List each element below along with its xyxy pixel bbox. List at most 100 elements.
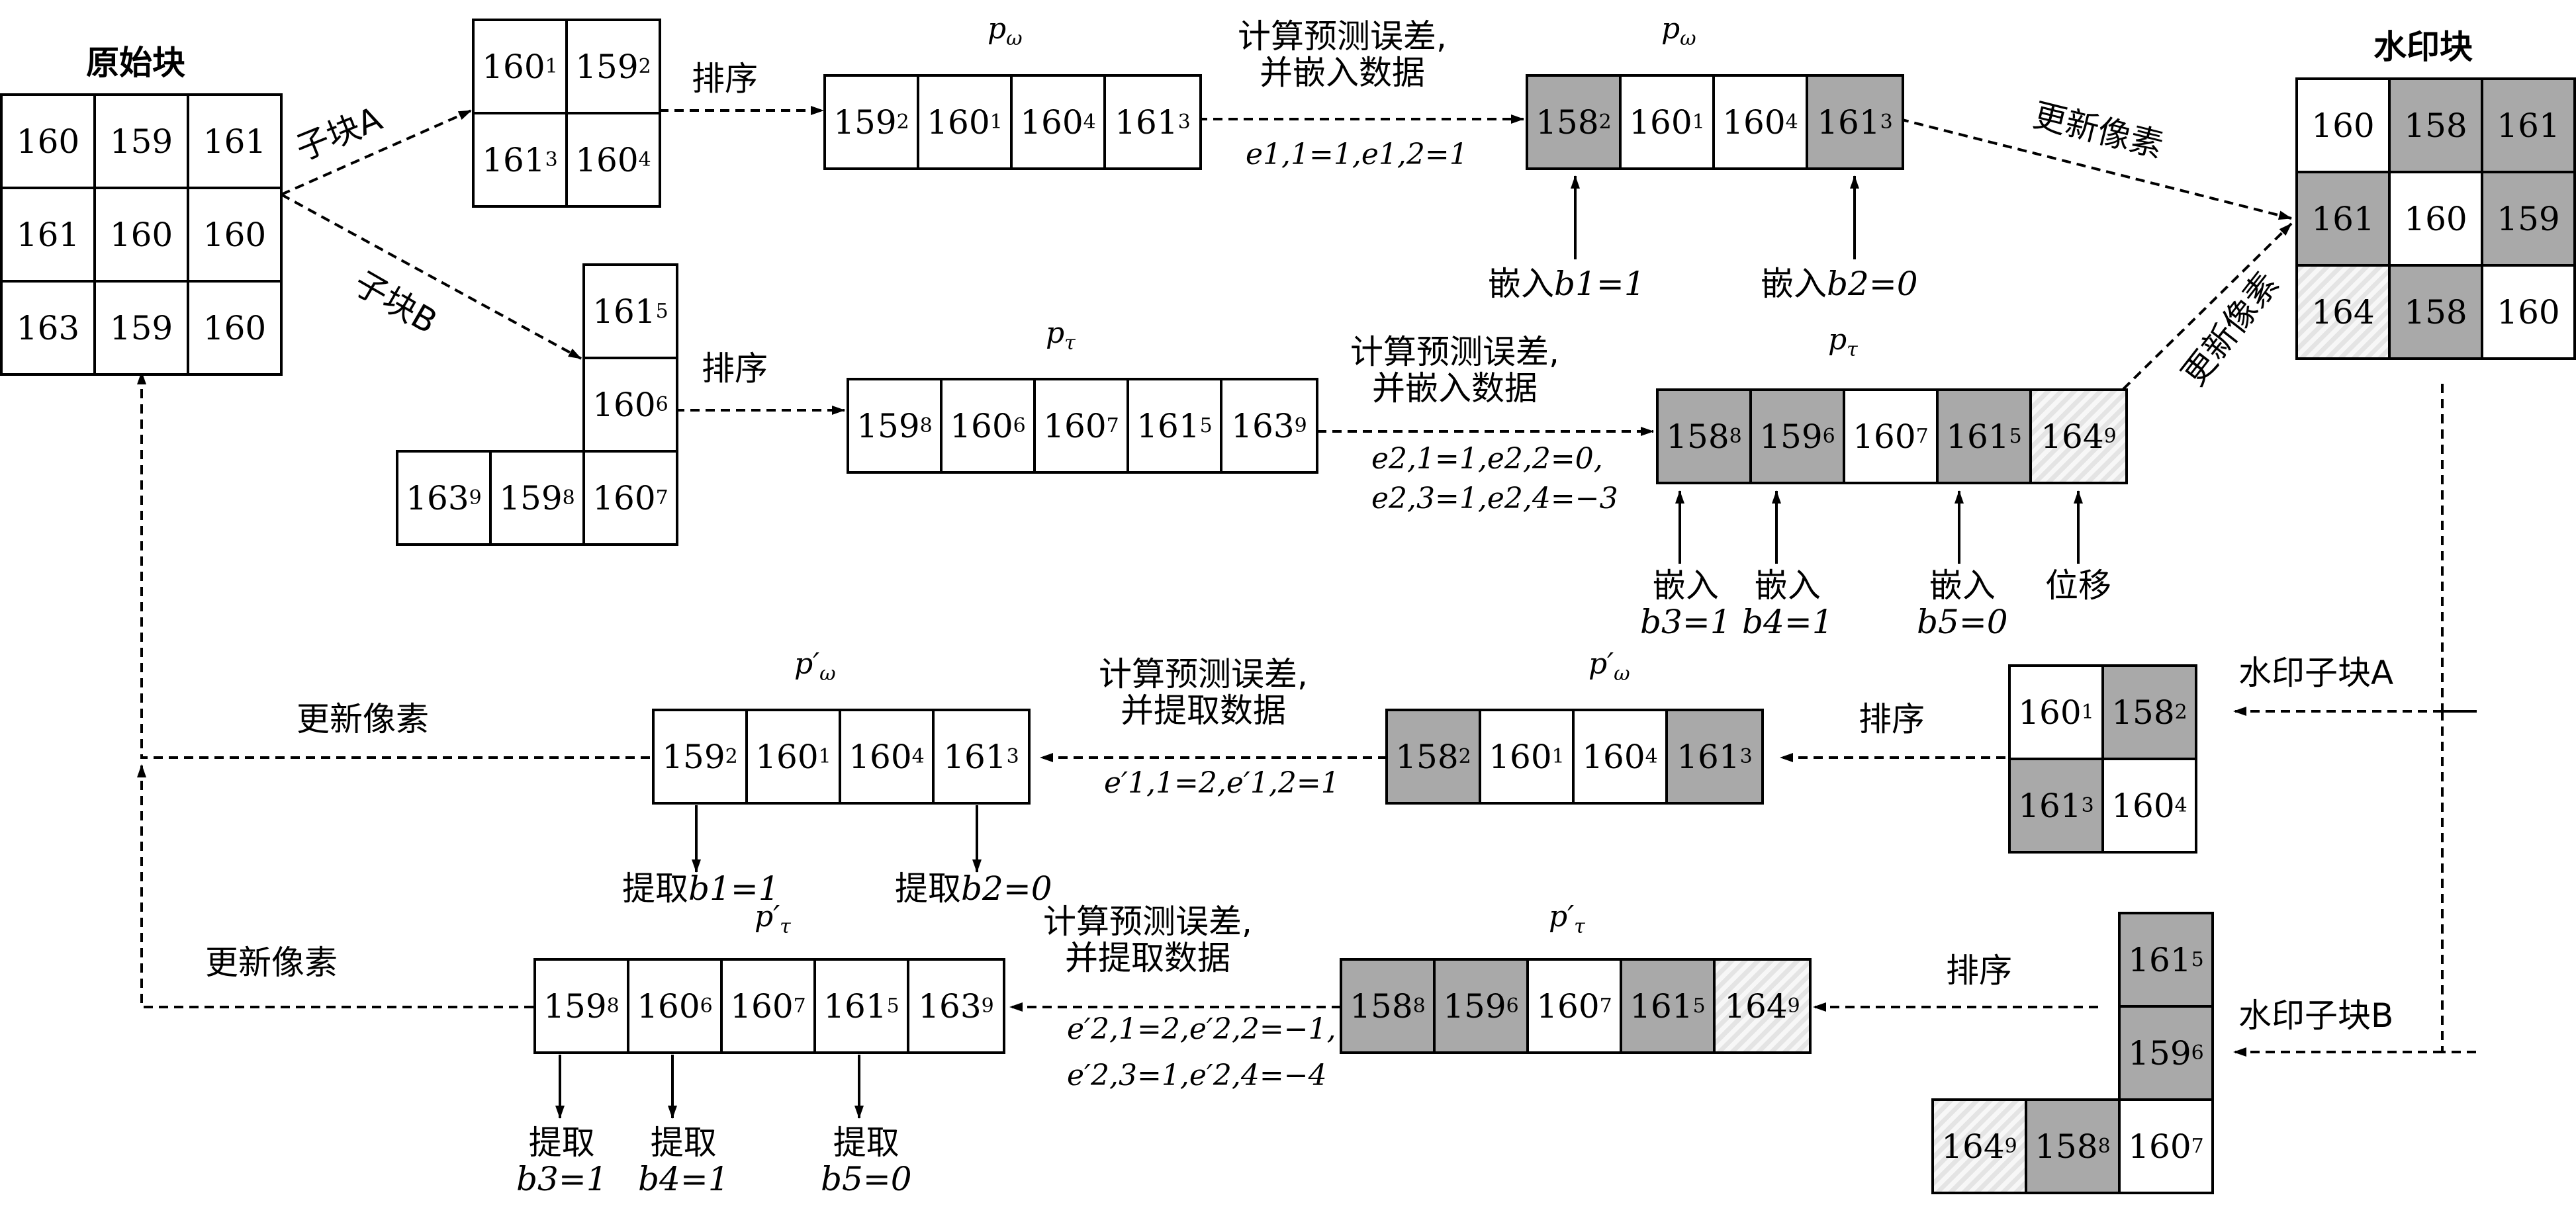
sort-label-a: 排序 xyxy=(692,60,758,98)
error-b-line2: e2,3=1,e2,4=−3 xyxy=(1371,482,1618,515)
watermark-block-cell: 161 xyxy=(2481,77,2576,173)
watermark-block-cell: 160 xyxy=(2388,171,2483,267)
arrow-to-sub-b xyxy=(281,193,582,360)
original-block-cell: 160 xyxy=(187,280,283,376)
sort-label-d: 排序 xyxy=(1946,951,2012,990)
watermark-block-cell: 160 xyxy=(2481,264,2576,360)
watermark-block-cell: 160 xyxy=(2295,77,2391,173)
extract-caption-a: 计算预测误差,并提取数据 xyxy=(1099,655,1308,730)
error-b-prime-line1: e′2,1=2,e′2,2=−1, xyxy=(1067,1012,1336,1046)
embed-caption-a: 计算预测误差,并嵌入数据 xyxy=(1238,17,1447,92)
p-tau-prime-marked-label: p′τ xyxy=(1549,900,1585,938)
original-block-cell: 159 xyxy=(93,280,189,376)
p-omega-marked-label: pω xyxy=(1661,12,1696,50)
wm-sub-a-label: 水印子块A xyxy=(2238,654,2394,692)
embed-b2-label: 嵌入b2=0 xyxy=(1761,265,1918,303)
update-label-c: 更新像素 xyxy=(297,700,429,738)
error-a-prime: e′1,1=2,e′1,2=1 xyxy=(1104,766,1340,800)
original-block-cell: 160 xyxy=(93,187,189,283)
watermark-block-cell: 159 xyxy=(2481,171,2576,267)
error-b-prime-line2: e′2,3=1,e′2,4=−4 xyxy=(1067,1059,1327,1092)
embed-b1-label: 嵌入b1=1 xyxy=(1488,265,1645,303)
update-label-d: 更新像素 xyxy=(205,944,338,982)
shift-label: 位移 xyxy=(2045,566,2111,605)
original-block-cell: 160 xyxy=(0,93,96,189)
p-tau-marked-label: pτ xyxy=(1828,323,1858,361)
watermark-block-title: 水印块 xyxy=(2373,28,2473,66)
watermark-block-cell: 158 xyxy=(2388,264,2483,360)
watermark-block-cell: 161 xyxy=(2295,171,2391,267)
error-a: e1,1=1,e1,2=1 xyxy=(1246,138,1468,171)
error-b-line1: e2,1=1,e2,2=0, xyxy=(1371,442,1603,476)
original-block-cell: 163 xyxy=(0,280,96,376)
watermark-block-cell: 158 xyxy=(2388,77,2483,173)
p-omega-label: pω xyxy=(988,12,1023,50)
arrow-update-b xyxy=(2122,222,2293,390)
embed-caption-b: 计算预测误差,并嵌入数据 xyxy=(1350,333,1559,408)
extract-b1-label: 提取b1=1 xyxy=(622,869,780,908)
p-tau-prime-label: p′τ xyxy=(755,900,791,938)
original-block-title: 原始块 xyxy=(86,44,185,82)
arrow-to-sub-a xyxy=(281,109,472,196)
extract-b2-label: 提取b2=0 xyxy=(895,869,1052,908)
p-omega-prime-marked-label: p′ω xyxy=(1588,647,1630,685)
